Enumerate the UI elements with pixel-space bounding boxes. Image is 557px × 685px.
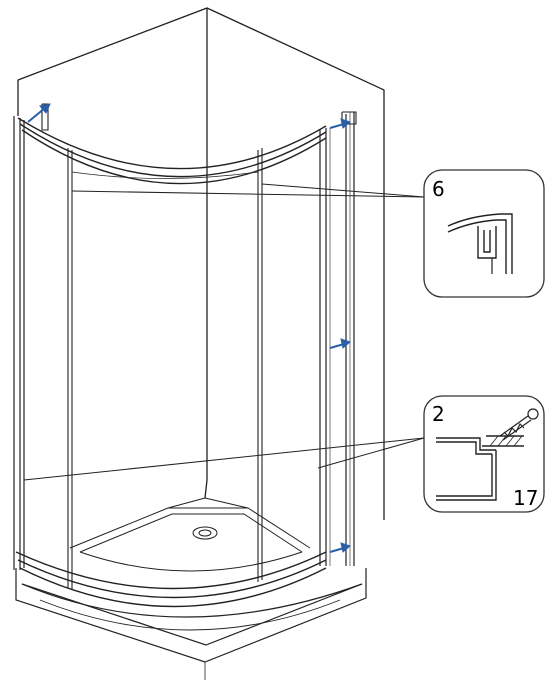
shower-tray [69, 497, 311, 572]
callout-screw-number: 2 [432, 402, 445, 426]
seal-profile-icon [447, 213, 513, 274]
arrow-right-icon [27, 103, 51, 123]
callout-screw-sub-number: 17 [513, 486, 538, 510]
screw-icon [499, 408, 539, 441]
arrow-right-icon [329, 118, 351, 129]
right-wall-profile [319, 112, 355, 566]
wall-post-top [41, 103, 357, 131]
arrow-right-icon [329, 338, 351, 349]
sliding-door-panels [67, 148, 263, 590]
callout-screw: 2 17 [423, 395, 545, 513]
arrow-right-icon [329, 542, 351, 553]
shower-tray-base [15, 568, 367, 680]
bottom-curved-rail [15, 551, 327, 608]
left-wall-profile [13, 116, 25, 570]
drain-icon [192, 526, 218, 540]
back-walls [17, 7, 385, 520]
callout-seal: 6 [423, 169, 545, 298]
profile-cross-section [436, 435, 524, 501]
leader-lines [23, 183, 425, 481]
top-curved-rail [17, 117, 327, 185]
callout-seal-number: 6 [432, 177, 445, 201]
